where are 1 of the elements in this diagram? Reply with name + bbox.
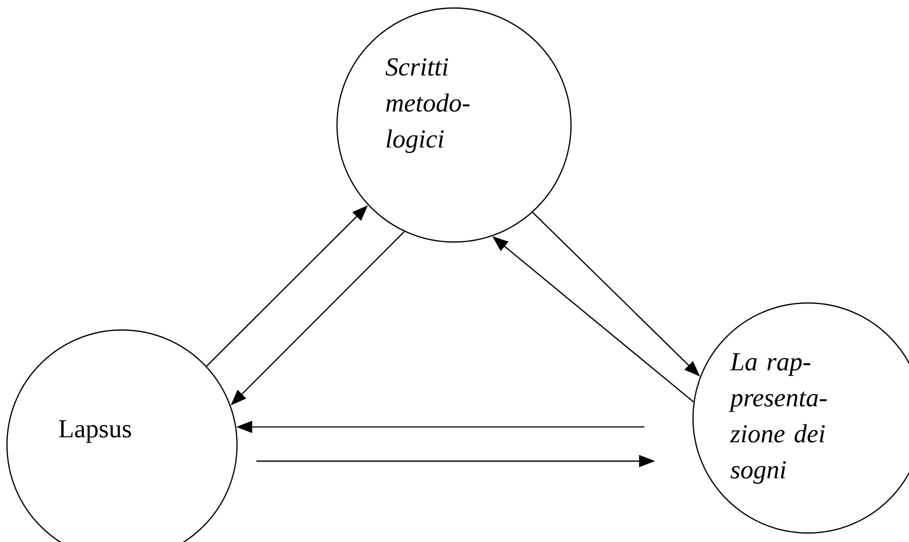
circle-node: Scritti metodo- logici [336,7,572,243]
